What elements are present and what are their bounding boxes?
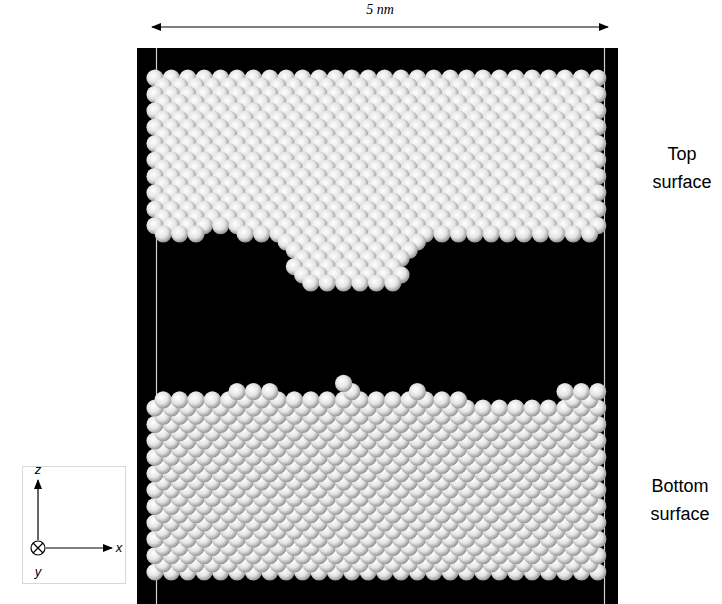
atom: [524, 399, 541, 416]
atom: [433, 391, 450, 408]
atom: [171, 225, 188, 242]
atom: [532, 225, 549, 242]
atom: [319, 274, 336, 291]
atom: [212, 217, 229, 234]
atom: [450, 225, 467, 242]
dimension-arrow: [152, 26, 608, 27]
atom: [368, 274, 385, 291]
atom: [302, 274, 319, 291]
atom: [466, 225, 483, 242]
atom: [171, 391, 188, 408]
atom: [491, 399, 508, 416]
axes-frame: [23, 467, 126, 584]
atom: [499, 225, 516, 242]
atom: [581, 225, 598, 242]
atom: [433, 225, 450, 242]
atom: [515, 225, 532, 242]
dimension-label: 5 nm: [300, 2, 460, 18]
axis-label: x: [113, 540, 125, 555]
y-axis-cross: [33, 543, 43, 553]
atom: [204, 391, 221, 408]
atom: [286, 391, 303, 408]
surface-label: Top surface: [646, 140, 718, 196]
atom: [450, 391, 467, 408]
axis-label: y: [30, 564, 46, 579]
axis-label: z: [30, 462, 46, 477]
atom: [540, 399, 557, 416]
atom: [319, 391, 336, 408]
atom: [155, 391, 172, 408]
atom: [261, 383, 278, 400]
atom-lattice: [146, 69, 606, 580]
atom: [384, 391, 401, 408]
atom: [548, 225, 565, 242]
atom: [228, 383, 245, 400]
x-axis: [46, 547, 112, 548]
atom: [483, 225, 500, 242]
simulation-box: [137, 48, 618, 604]
atom: [556, 383, 573, 400]
atom: [335, 274, 352, 291]
atom: [409, 383, 426, 400]
atom: [573, 383, 590, 400]
atom: [507, 399, 524, 416]
atom: [368, 391, 385, 408]
atom: [351, 274, 368, 291]
atom: [384, 274, 401, 291]
atom: [245, 383, 262, 400]
atom: [187, 225, 204, 242]
atom: [155, 225, 172, 242]
z-axis: [37, 480, 38, 540]
atom: [302, 391, 319, 408]
atom: [237, 225, 254, 242]
y-axis-into-page: [31, 541, 45, 555]
atom: [565, 225, 582, 242]
atom: [589, 383, 606, 400]
atom: [335, 375, 352, 392]
surface-label: Bottom surface: [642, 472, 718, 528]
atom: [474, 399, 491, 416]
atom: [187, 391, 204, 408]
atom: [253, 225, 270, 242]
